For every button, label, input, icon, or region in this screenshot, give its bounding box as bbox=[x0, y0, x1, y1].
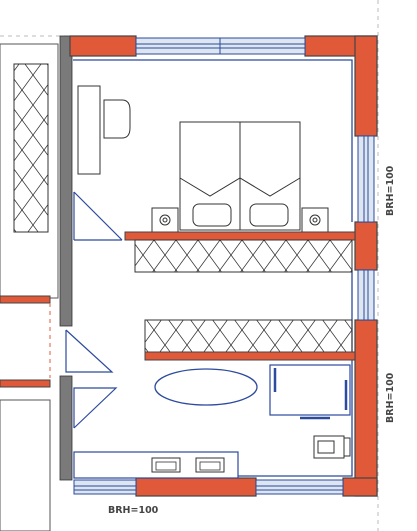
label-brh-right-bottom: BRH=100 bbox=[385, 372, 396, 423]
chair bbox=[103, 99, 131, 139]
wardrobe-lower bbox=[144, 319, 356, 361]
toilet bbox=[313, 435, 351, 459]
vanity bbox=[73, 451, 239, 479]
wardrobe-upper bbox=[124, 231, 356, 273]
window-bottom-left bbox=[73, 479, 137, 495]
bathtub bbox=[154, 368, 258, 406]
adjacent-room-left bbox=[0, 43, 59, 531]
pillow bbox=[192, 203, 232, 227]
desk bbox=[77, 85, 131, 175]
window-right-upper bbox=[357, 135, 375, 223]
guide-lines bbox=[0, 0, 379, 531]
wall-left-segment bbox=[0, 379, 51, 388]
shower bbox=[269, 364, 351, 420]
label-brh-bottom: BRH=100 bbox=[108, 505, 159, 516]
door-lower bbox=[65, 329, 118, 429]
wardrobe-left bbox=[13, 63, 49, 233]
pillow bbox=[249, 203, 289, 227]
windows bbox=[73, 37, 375, 495]
double-bed bbox=[151, 121, 329, 233]
wall-left-segment bbox=[0, 295, 51, 304]
partition-walls bbox=[59, 35, 73, 481]
door-upper bbox=[73, 191, 123, 241]
window-right-mid bbox=[357, 269, 375, 321]
window-bottom-right bbox=[255, 479, 344, 495]
label-brh-right-top: BRH=100 bbox=[385, 165, 396, 216]
